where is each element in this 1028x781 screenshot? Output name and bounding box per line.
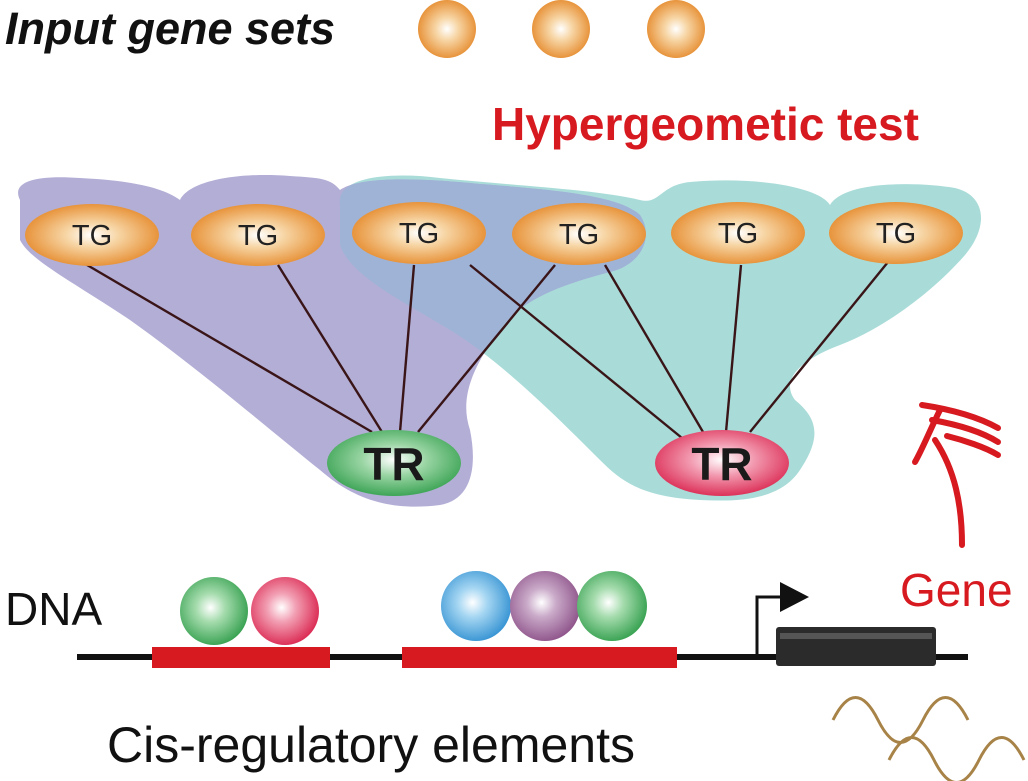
gene-label: Gene — [900, 564, 1013, 616]
arrow-right-icon — [755, 582, 809, 657]
overlap-region — [339, 175, 646, 501]
tg-node: TG — [671, 202, 805, 264]
edge — [81, 260, 373, 434]
cre-bar — [152, 647, 330, 668]
tg-node: TG — [352, 202, 486, 264]
tg-node: TG — [191, 204, 325, 266]
tf-ball-purple — [510, 571, 580, 641]
edges — [81, 260, 889, 439]
gene-box-highlight — [780, 633, 932, 639]
edge — [276, 264, 384, 433]
tr-node-red: TR — [655, 430, 789, 496]
tg-node: TG — [512, 203, 646, 265]
tg-node: TG — [829, 202, 963, 264]
svg-text:TR: TR — [691, 438, 752, 490]
svg-text:TG: TG — [399, 218, 439, 250]
tf-ball-green — [577, 571, 647, 641]
svg-text:TG: TG — [876, 218, 916, 250]
edge — [603, 264, 705, 433]
chevron-up-arrow-icon — [912, 402, 1001, 548]
tf-ball-green — [180, 577, 248, 645]
cre-label: Cis-regulatory elements — [107, 717, 635, 773]
dna-label: DNA — [5, 583, 102, 635]
test-label: Hypergeometic test — [492, 98, 919, 150]
edge — [398, 264, 416, 433]
svg-text:TG: TG — [238, 220, 278, 252]
tf-ball-red — [251, 577, 319, 645]
edge — [724, 264, 743, 433]
wave-icon — [831, 696, 1026, 781]
tg-node: TG — [25, 204, 159, 266]
gene-box — [776, 627, 936, 666]
input-gene-circle — [532, 0, 590, 58]
tr-node-green: TR — [327, 430, 461, 496]
edge — [469, 264, 683, 439]
input-gene-circle — [418, 0, 476, 58]
svg-text:TG: TG — [72, 220, 112, 252]
cre-bar — [402, 647, 677, 668]
edge — [417, 264, 556, 433]
title: Input gene sets — [5, 3, 335, 54]
tf-ball-blue — [441, 571, 511, 641]
svg-text:TG: TG — [559, 219, 599, 251]
svg-text:TG: TG — [718, 218, 758, 250]
edge — [749, 261, 889, 433]
svg-text:TR: TR — [363, 438, 424, 490]
input-gene-circle — [647, 0, 705, 58]
